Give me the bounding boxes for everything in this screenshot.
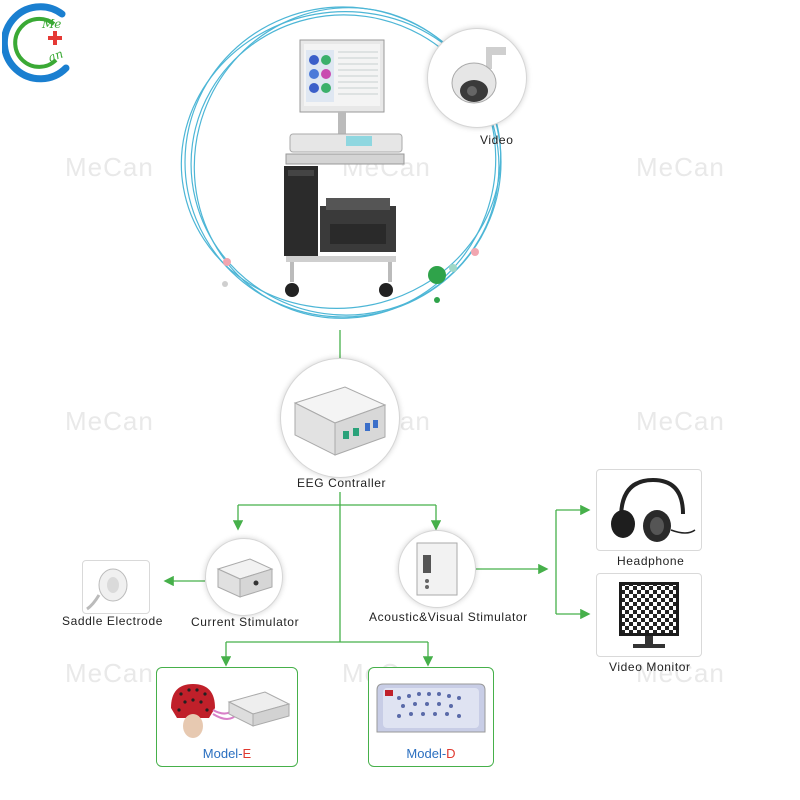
headphone-label: Headphone [617, 554, 685, 568]
video-monitor-label: Video Monitor [609, 660, 691, 674]
decorative-ring [175, 0, 515, 330]
model-d-image [376, 683, 486, 733]
headphone-image [596, 469, 702, 551]
acoustic-visual-stimulator-image [398, 530, 476, 608]
svg-text:Me: Me [41, 17, 61, 31]
eeg-controller-label: EEG Contraller [297, 476, 387, 490]
watermark: MeCan [636, 406, 725, 436]
current-stimulator-label: Current Stimulator [191, 615, 300, 629]
current-stimulator-image [205, 538, 283, 616]
saddle-electrode-image [82, 560, 150, 614]
watermark: MeCan [65, 406, 154, 436]
video-camera-image [427, 28, 527, 128]
watermark: MeCan [636, 658, 725, 688]
model-d-box: Model-D [368, 667, 494, 767]
model-e-image [171, 684, 291, 738]
watermark: MeCan [65, 152, 154, 182]
watermark: MeCan [65, 658, 154, 688]
eeg-controller-image [280, 358, 400, 478]
model-d-label: Model-D [406, 746, 456, 761]
model-e-box: Model-E [156, 667, 298, 767]
video-label: Video [480, 133, 514, 147]
mecan-logo: Me an [0, 2, 84, 84]
watermark: MeCan [636, 152, 725, 182]
svg-text:an: an [46, 47, 65, 65]
model-e-label: Model-E [202, 746, 252, 761]
acoustic-visual-stimulator-label: Acoustic&Visual Stimulator [369, 610, 528, 624]
eeg-workstation-image [276, 38, 406, 303]
saddle-electrode-label: Saddle Electrode [62, 614, 163, 628]
video-monitor-image [596, 573, 702, 657]
